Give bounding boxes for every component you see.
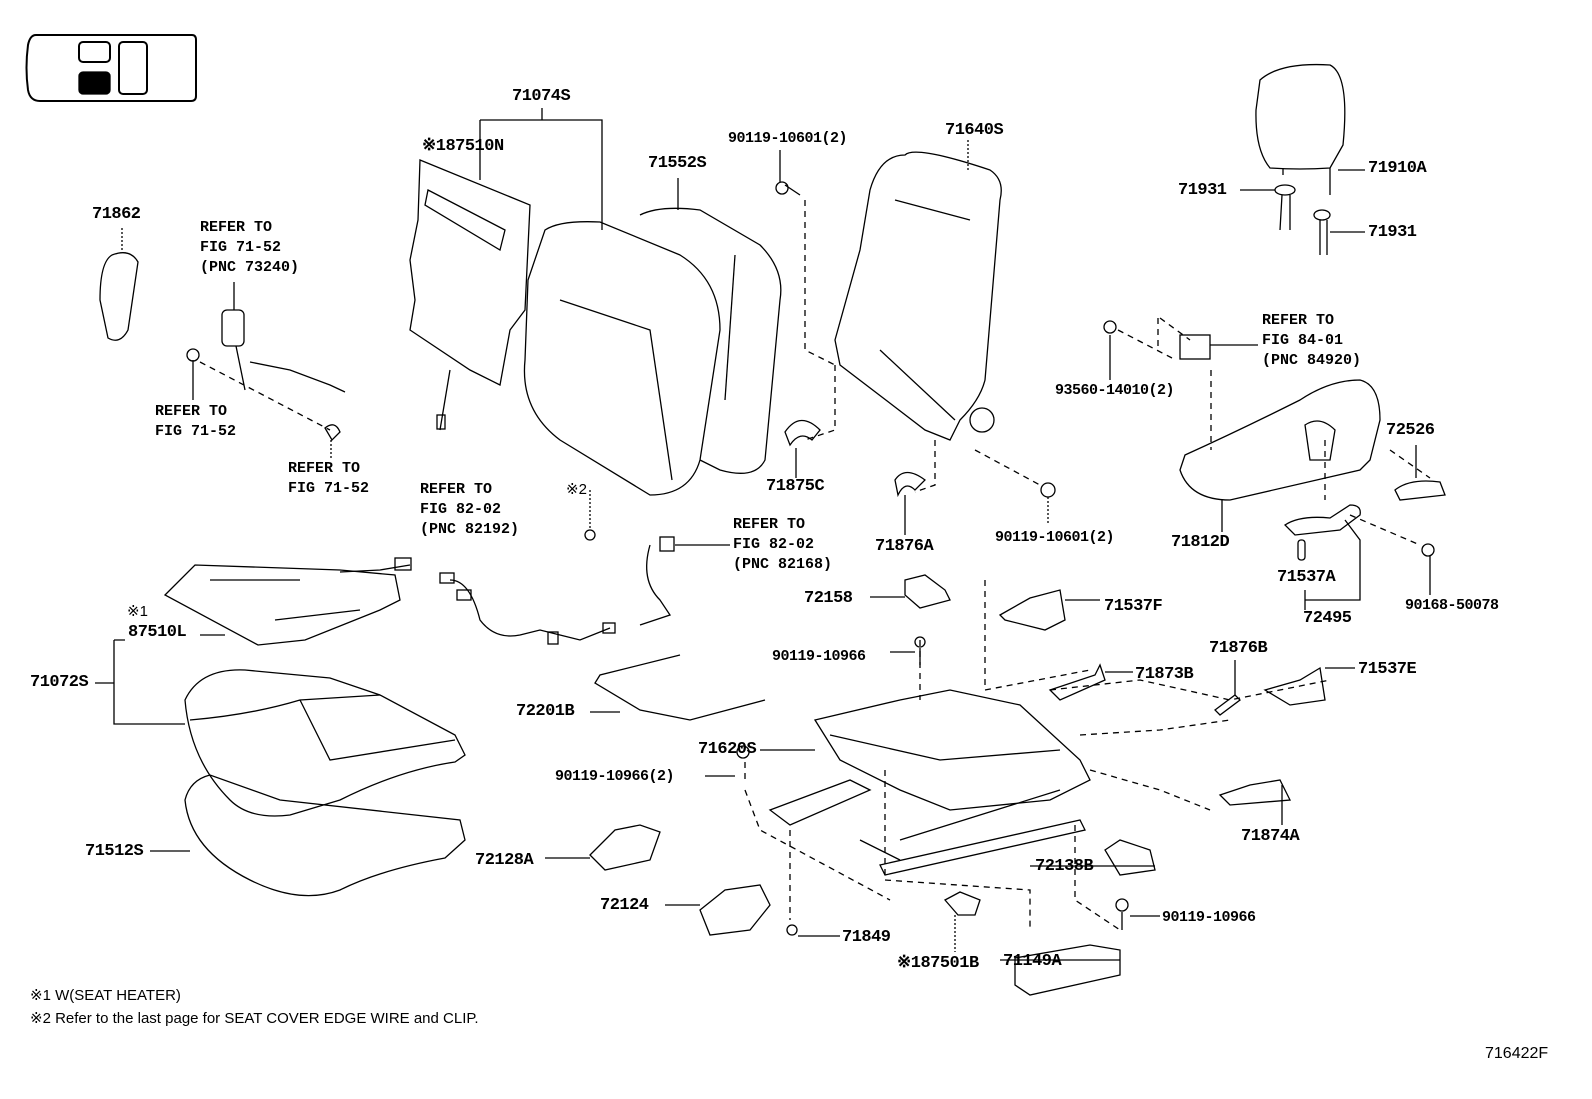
part-label-71640S[interactable]: 71640S <box>945 121 1004 140</box>
locator-icon <box>25 34 197 102</box>
part-label-71876B[interactable]: 71876B <box>1209 639 1268 658</box>
reference-fig-71-52-pnc-73240[interactable]: REFER TO FIG 71-52 (PNC 73240) <box>200 218 299 278</box>
part-label-71512S[interactable]: 71512S <box>85 842 144 861</box>
reference-line: REFER TO <box>420 481 493 498</box>
reference-line: REFER TO <box>288 460 361 477</box>
reference-line: FIG 71-52 <box>155 423 237 440</box>
part-label-71537E[interactable]: 71537E <box>1358 660 1417 679</box>
part-label-90119-10966-b[interactable]: 90119-10966(2) <box>555 768 675 785</box>
reference-fig-84-01-pnc-84920[interactable]: REFER TO FIG 84-01 (PNC 84920) <box>1262 311 1361 371</box>
part-label-90119-10601-b[interactable]: 90119-10601(2) <box>995 529 1115 546</box>
part-label-72526[interactable]: 72526 <box>1386 421 1435 440</box>
part-label-71876A[interactable]: 71876A <box>875 537 934 556</box>
figure-code: 716422F <box>1485 1045 1549 1062</box>
part-label-87501B[interactable]: ※187501B <box>897 954 979 973</box>
part-label-72124[interactable]: 72124 <box>600 896 649 915</box>
part-label-71931-a[interactable]: 71931 <box>1178 181 1227 200</box>
part-label-71537F[interactable]: 71537F <box>1104 597 1163 616</box>
part-label-72158[interactable]: 72158 <box>804 589 853 608</box>
footnote-1: ※1 W(SEAT HEATER) <box>30 987 181 1004</box>
part-label-71537A[interactable]: 71537A <box>1277 568 1336 587</box>
part-label-71552S[interactable]: 71552S <box>648 154 707 173</box>
reference-line: FIG 82-02 <box>733 536 815 553</box>
note-1-marker: ※1 <box>127 603 148 620</box>
reference-fig-82-02-pnc-82192[interactable]: REFER TO FIG 82-02 (PNC 82192) <box>420 480 519 540</box>
part-label-90119-10966-a[interactable]: 90119-10966 <box>772 648 866 665</box>
reference-line: FIG 71-52 <box>288 480 370 497</box>
part-label-71874A[interactable]: 71874A <box>1241 827 1300 846</box>
part-label-87510N[interactable]: ※187510N <box>422 137 504 156</box>
reference-line: (PNC 82168) <box>733 556 833 573</box>
reference-line: FIG 82-02 <box>420 501 502 518</box>
part-label-87510L[interactable]: 87510L <box>128 623 187 642</box>
reference-line: FIG 71-52 <box>200 239 282 256</box>
part-label-71074S[interactable]: 71074S <box>512 87 571 106</box>
reference-line: REFER TO <box>733 516 806 533</box>
part-label-72495[interactable]: 72495 <box>1303 609 1352 628</box>
part-label-71849[interactable]: 71849 <box>842 928 891 947</box>
reference-fig-71-52-b[interactable]: REFER TO FIG 71-52 <box>288 459 369 499</box>
part-label-72128A[interactable]: 72128A <box>475 851 534 870</box>
reference-line: (PNC 84920) <box>1262 352 1362 369</box>
part-label-71862[interactable]: 71862 <box>92 205 141 224</box>
part-label-71931-b[interactable]: 71931 <box>1368 223 1417 242</box>
reference-fig-71-52-a[interactable]: REFER TO FIG 71-52 <box>155 402 236 442</box>
part-label-71072S[interactable]: 71072S <box>30 673 89 692</box>
reference-fig-82-02-pnc-82168[interactable]: REFER TO FIG 82-02 (PNC 82168) <box>733 515 832 575</box>
reference-line: FIG 84-01 <box>1262 332 1344 349</box>
part-label-71873B[interactable]: 71873B <box>1135 665 1194 684</box>
part-label-71620S[interactable]: 71620S <box>698 740 757 759</box>
part-label-90119-10966-c[interactable]: 90119-10966 <box>1162 909 1256 926</box>
part-label-71149A[interactable]: 71149A <box>1003 952 1062 971</box>
reference-line: (PNC 82192) <box>420 521 520 538</box>
reference-line: REFER TO <box>200 219 273 236</box>
part-label-72201B[interactable]: 72201B <box>516 702 575 721</box>
footnote-2: ※2 Refer to the last page for SEAT COVER… <box>30 1010 479 1027</box>
part-label-90119-10601-a[interactable]: 90119-10601(2) <box>728 130 848 147</box>
part-label-72138B[interactable]: 72138B <box>1035 857 1094 876</box>
note-2-marker: ※2 <box>566 481 587 498</box>
part-label-71910A[interactable]: 71910A <box>1368 159 1427 178</box>
part-label-93560-14010[interactable]: 93560-14010(2) <box>1055 382 1175 399</box>
part-label-90168-50078[interactable]: 90168-50078 <box>1405 597 1499 614</box>
part-label-71812D[interactable]: 71812D <box>1171 533 1230 552</box>
reference-line: REFER TO <box>155 403 228 420</box>
reference-line: REFER TO <box>1262 312 1335 329</box>
part-label-71875C[interactable]: 71875C <box>766 477 825 496</box>
reference-line: (PNC 73240) <box>200 259 300 276</box>
